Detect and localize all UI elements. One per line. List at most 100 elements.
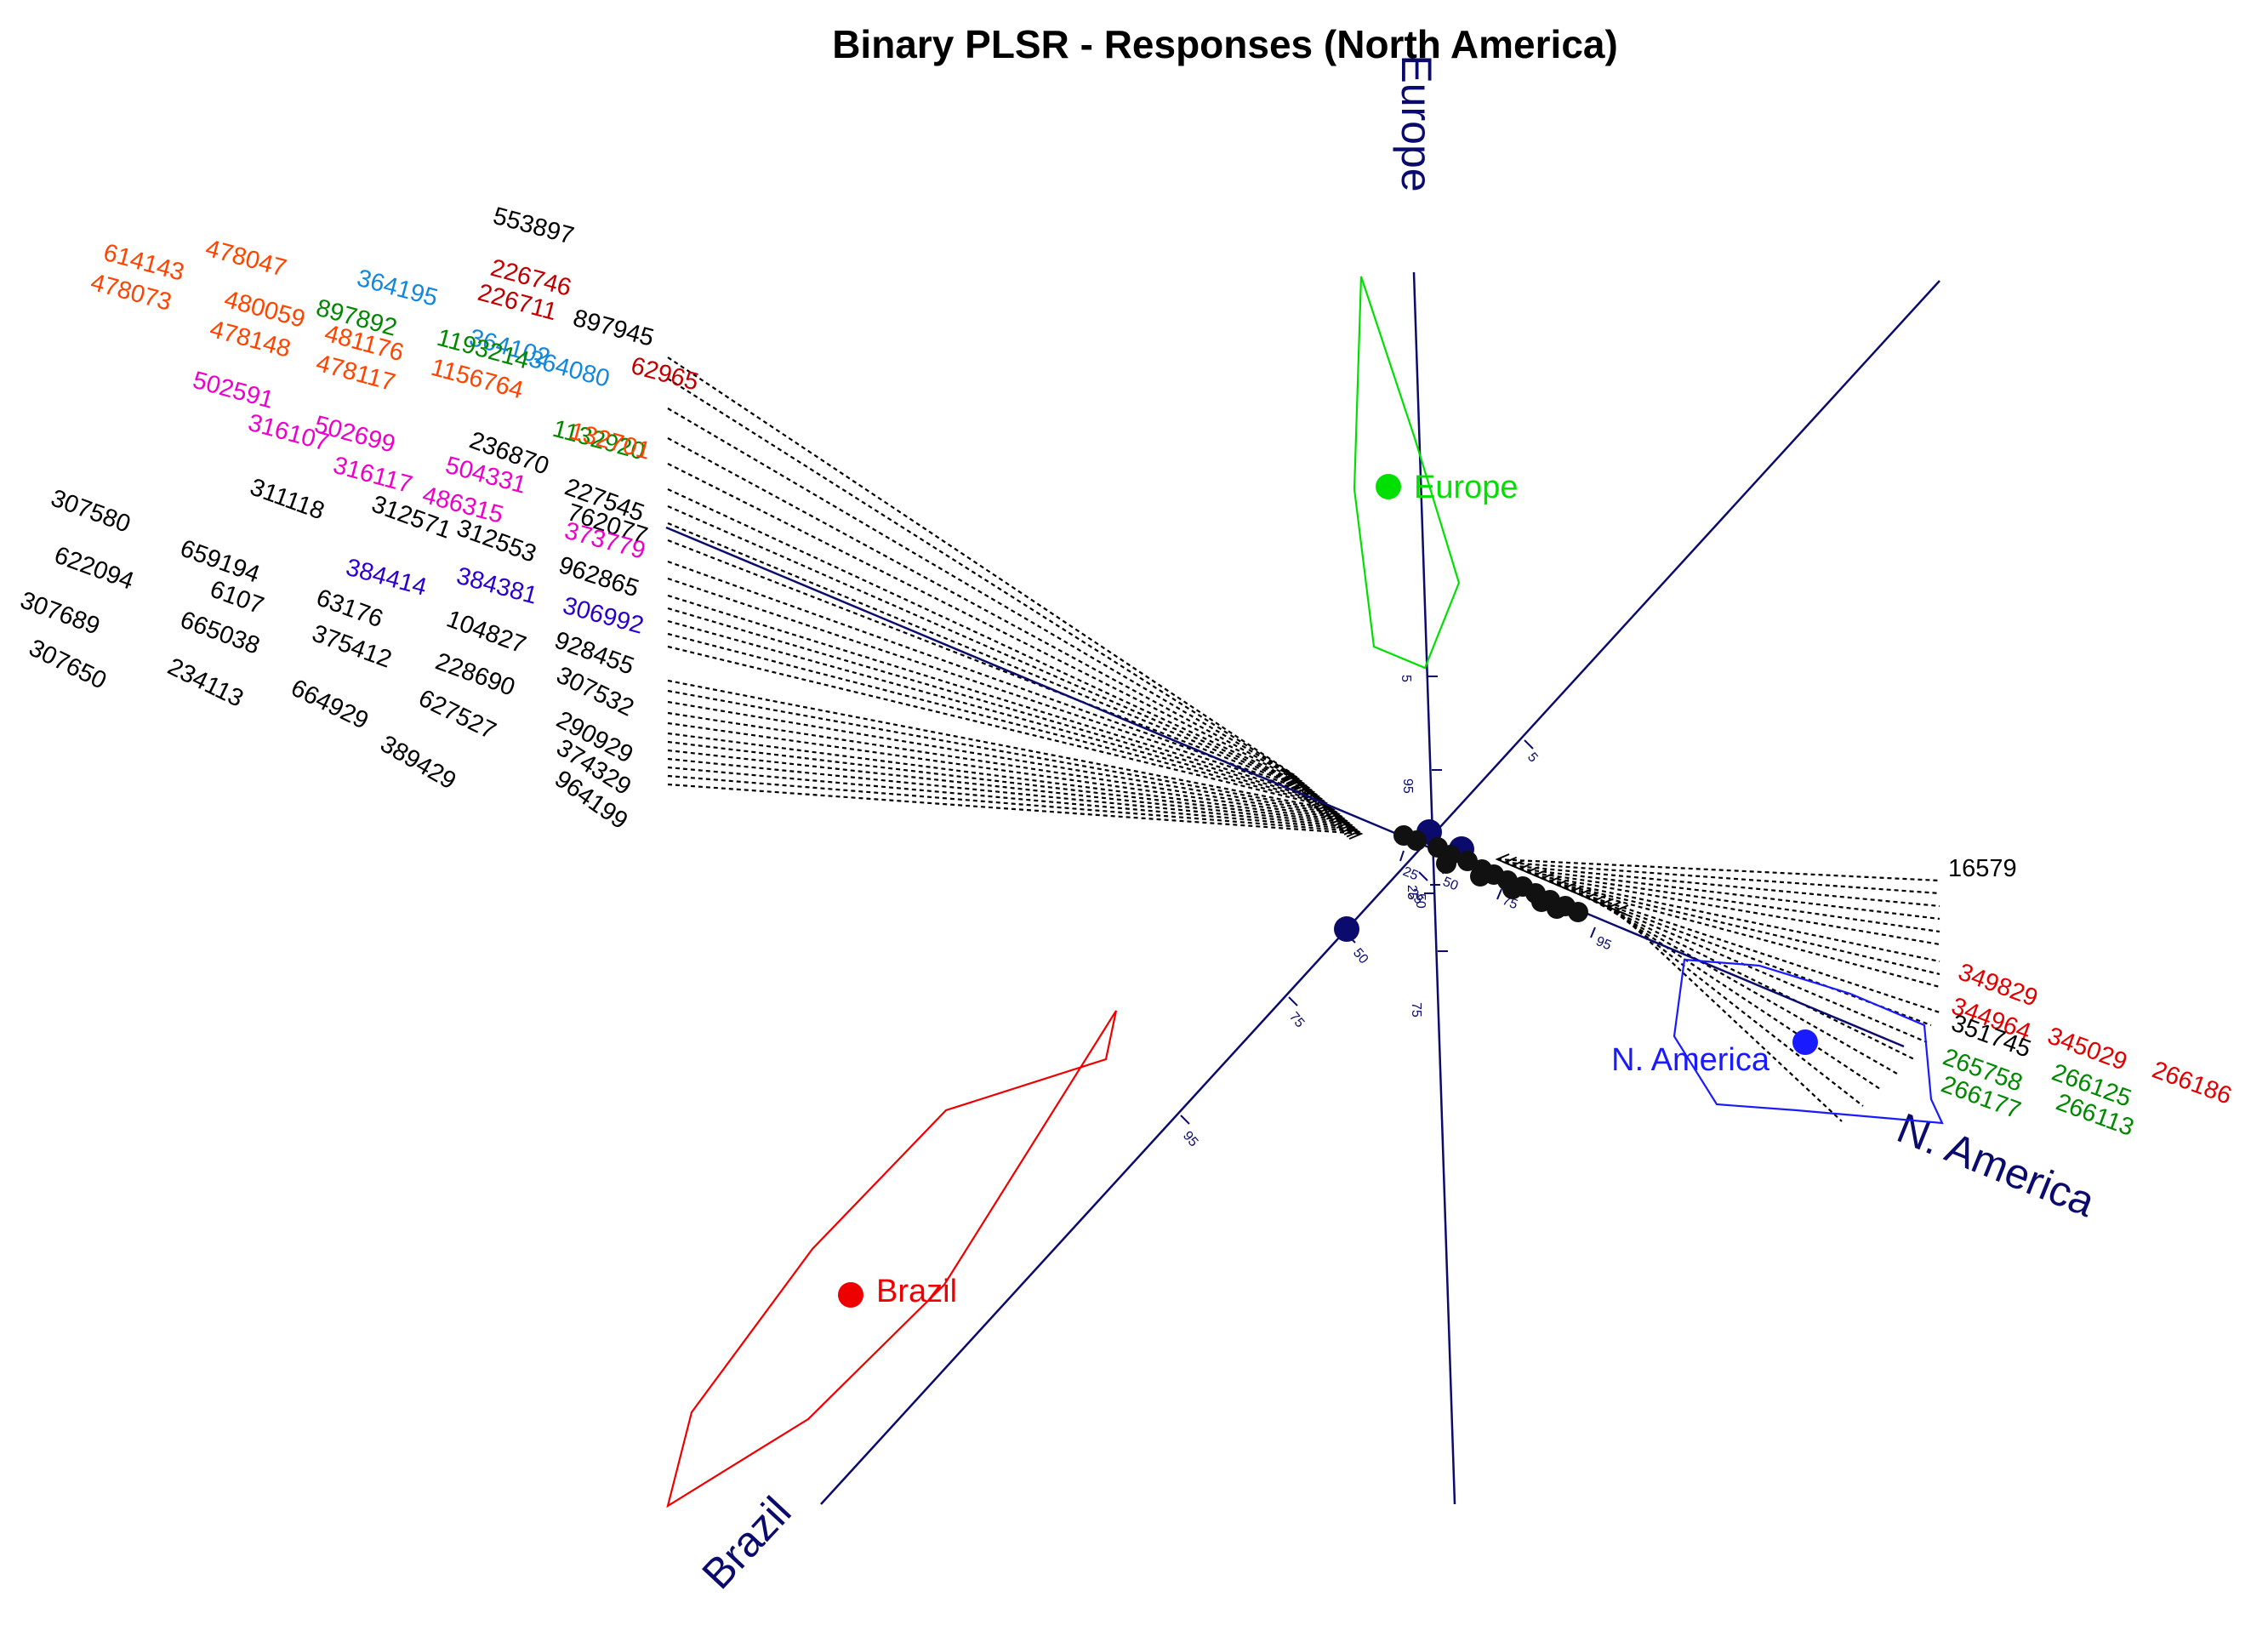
leader-line [667,463,1304,784]
axis-tick-label: 50 [1413,893,1427,909]
leader-arrowhead [1306,790,1321,802]
leader-line [667,757,1354,829]
point-label: 316117 [330,452,415,499]
leader-line [1534,874,1940,946]
leader-line [667,577,1319,797]
leader-line [1512,864,1940,908]
leader-line [667,783,1362,835]
axis-tick-mark [1180,1115,1190,1125]
leader-line [667,437,1302,782]
point-label: 104827 [443,606,530,659]
point-label: 384414 [343,554,430,602]
axis-tick-label: 95 [1594,934,1614,953]
point-label: 364080 [526,345,613,393]
leader-line [1578,893,1928,1044]
class-label-brazil: Brazil [876,1274,957,1309]
leader-line [1586,897,1915,1060]
axis-tick-label: 25 [1405,885,1419,900]
leader-line [1504,861,1940,895]
point-label: 502591 [190,367,276,414]
point-label: 384381 [453,562,540,610]
sample-point [1568,902,1588,922]
leader-line [667,645,1331,808]
leader-line [667,774,1359,833]
class-region-namerica [1673,958,1944,1125]
axis-marker-point [1334,916,1359,942]
point-label: 553897 [490,202,577,250]
leader-line [1556,883,1940,989]
axis-tick-mark [1590,927,1596,938]
class-centroid-namerica [1792,1029,1818,1055]
axis-tick-mark [1496,888,1502,900]
axis-tick-label: 5 [1399,675,1413,682]
axis-name-europe: Europe [1393,54,1440,191]
sample-point [1436,853,1456,874]
axis-line-n-america [665,526,1905,1048]
axis-line-europe [1412,271,1456,1505]
leader-line [667,378,1296,778]
leader-line [667,488,1307,786]
point-label: 389429 [376,730,461,795]
point-label: 307689 [17,587,104,641]
axis-tick-mark [1399,850,1405,862]
leader-line [667,619,1326,804]
point-label: 62965 [628,352,701,396]
point-label: 664929 [287,675,373,735]
class-regions [666,276,1944,1508]
leader-line [667,711,1342,818]
leader-line [1541,877,1940,963]
point-label: 132701 [567,418,653,465]
axis-tick-label: 75 [1286,1010,1308,1031]
leader-arrowhead [1298,784,1314,796]
leader-line [667,721,1344,819]
axis-tick-label: 95 [1180,1129,1201,1150]
leader-line [667,766,1357,830]
leader-line [667,632,1329,807]
leader-line [1519,868,1940,921]
leader-arrowhead [1331,812,1346,824]
leader-arrowhead [1321,803,1336,816]
leader-line [1564,887,1940,1014]
leader-line [667,732,1347,822]
leader-arrowhead [1338,818,1353,831]
leader-line [1548,881,1940,976]
axis-tick-label: 50 [1350,946,1371,967]
leader-arrowhead [1341,821,1356,834]
sample-point [1531,892,1552,912]
axis-line-brazil [820,280,1940,1505]
point-label: 16579 [1948,855,2017,882]
leader-arrowhead [1348,828,1364,840]
leader-line [667,505,1309,789]
leader-line [1571,890,1932,1027]
point-label: 897945 [570,305,657,352]
point-label: 364195 [354,265,441,312]
leader-arrowhead [1328,810,1343,823]
leader-arrowhead [1614,904,1629,916]
leader-line [667,356,1294,775]
chart-title: Binary PLSR - Responses (North America) [832,22,1618,66]
axis-tick-label: 95 [1400,778,1415,794]
point-label: 266186 [2149,1057,2236,1110]
class-centroid-europe [1376,474,1401,499]
leader-line [667,522,1312,791]
point-label: 307650 [25,635,111,695]
leader-arrowhead [1293,779,1308,791]
leader-line [667,539,1314,793]
leader-line [1616,909,1843,1122]
leader-lines [667,356,1940,1122]
class-label-namerica: N. America [1611,1042,1770,1078]
axis-tick-mark [1418,871,1428,881]
leader-line [667,689,1336,813]
class-centroid-brazil [838,1282,863,1308]
sample-point [1470,866,1490,887]
leader-line [1600,903,1881,1090]
class-region-europe [1353,276,1461,670]
point-label: 311118 [247,474,328,526]
sample-point [1502,879,1523,899]
leader-line [667,700,1339,815]
axis-tick-label: 75 [1409,1002,1423,1018]
